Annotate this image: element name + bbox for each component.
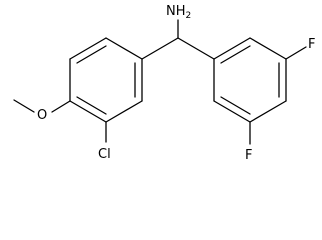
bond-left-ring-4 xyxy=(69,100,107,123)
bond-right-ring-1 xyxy=(213,37,251,60)
bond-right-ring-5 xyxy=(213,100,251,123)
bond-left-ring-1 xyxy=(105,37,143,60)
structure-diagram: NH2 F F Cl O xyxy=(13,4,315,163)
chlorine-label: Cl xyxy=(98,147,111,162)
oxygen-label: O xyxy=(37,108,47,123)
bond-right-ring-2 xyxy=(249,37,287,60)
bond-right-ring-1-inner xyxy=(220,45,251,64)
bond-left-ring-6-inner xyxy=(76,45,107,64)
bond-right-ring-5-inner xyxy=(220,96,251,115)
bond-left-ring-6 xyxy=(69,37,107,60)
bond-oxygen xyxy=(51,100,71,113)
fluorine-top-label: F xyxy=(308,37,315,52)
bond-ring-to-central-carbon xyxy=(141,37,179,60)
amine-symbol: NH xyxy=(166,4,186,19)
bond-left-ring-3 xyxy=(105,100,143,123)
bond-left-ring-4-inner xyxy=(76,96,107,115)
bonds xyxy=(13,19,307,145)
molecule-drawing: NH2 F F Cl O xyxy=(13,4,315,163)
atom-labels: NH2 F F Cl O xyxy=(37,4,315,163)
bond-right-ring-4 xyxy=(249,100,287,123)
bond-fluorine-top xyxy=(285,46,307,60)
bond-central-carbon-to-right-ring xyxy=(177,37,215,60)
amine-label: NH2 xyxy=(166,4,191,21)
fluorine-bottom-label: F xyxy=(245,148,252,163)
bond-methyl xyxy=(13,99,35,113)
amine-subscript: 2 xyxy=(186,11,192,21)
